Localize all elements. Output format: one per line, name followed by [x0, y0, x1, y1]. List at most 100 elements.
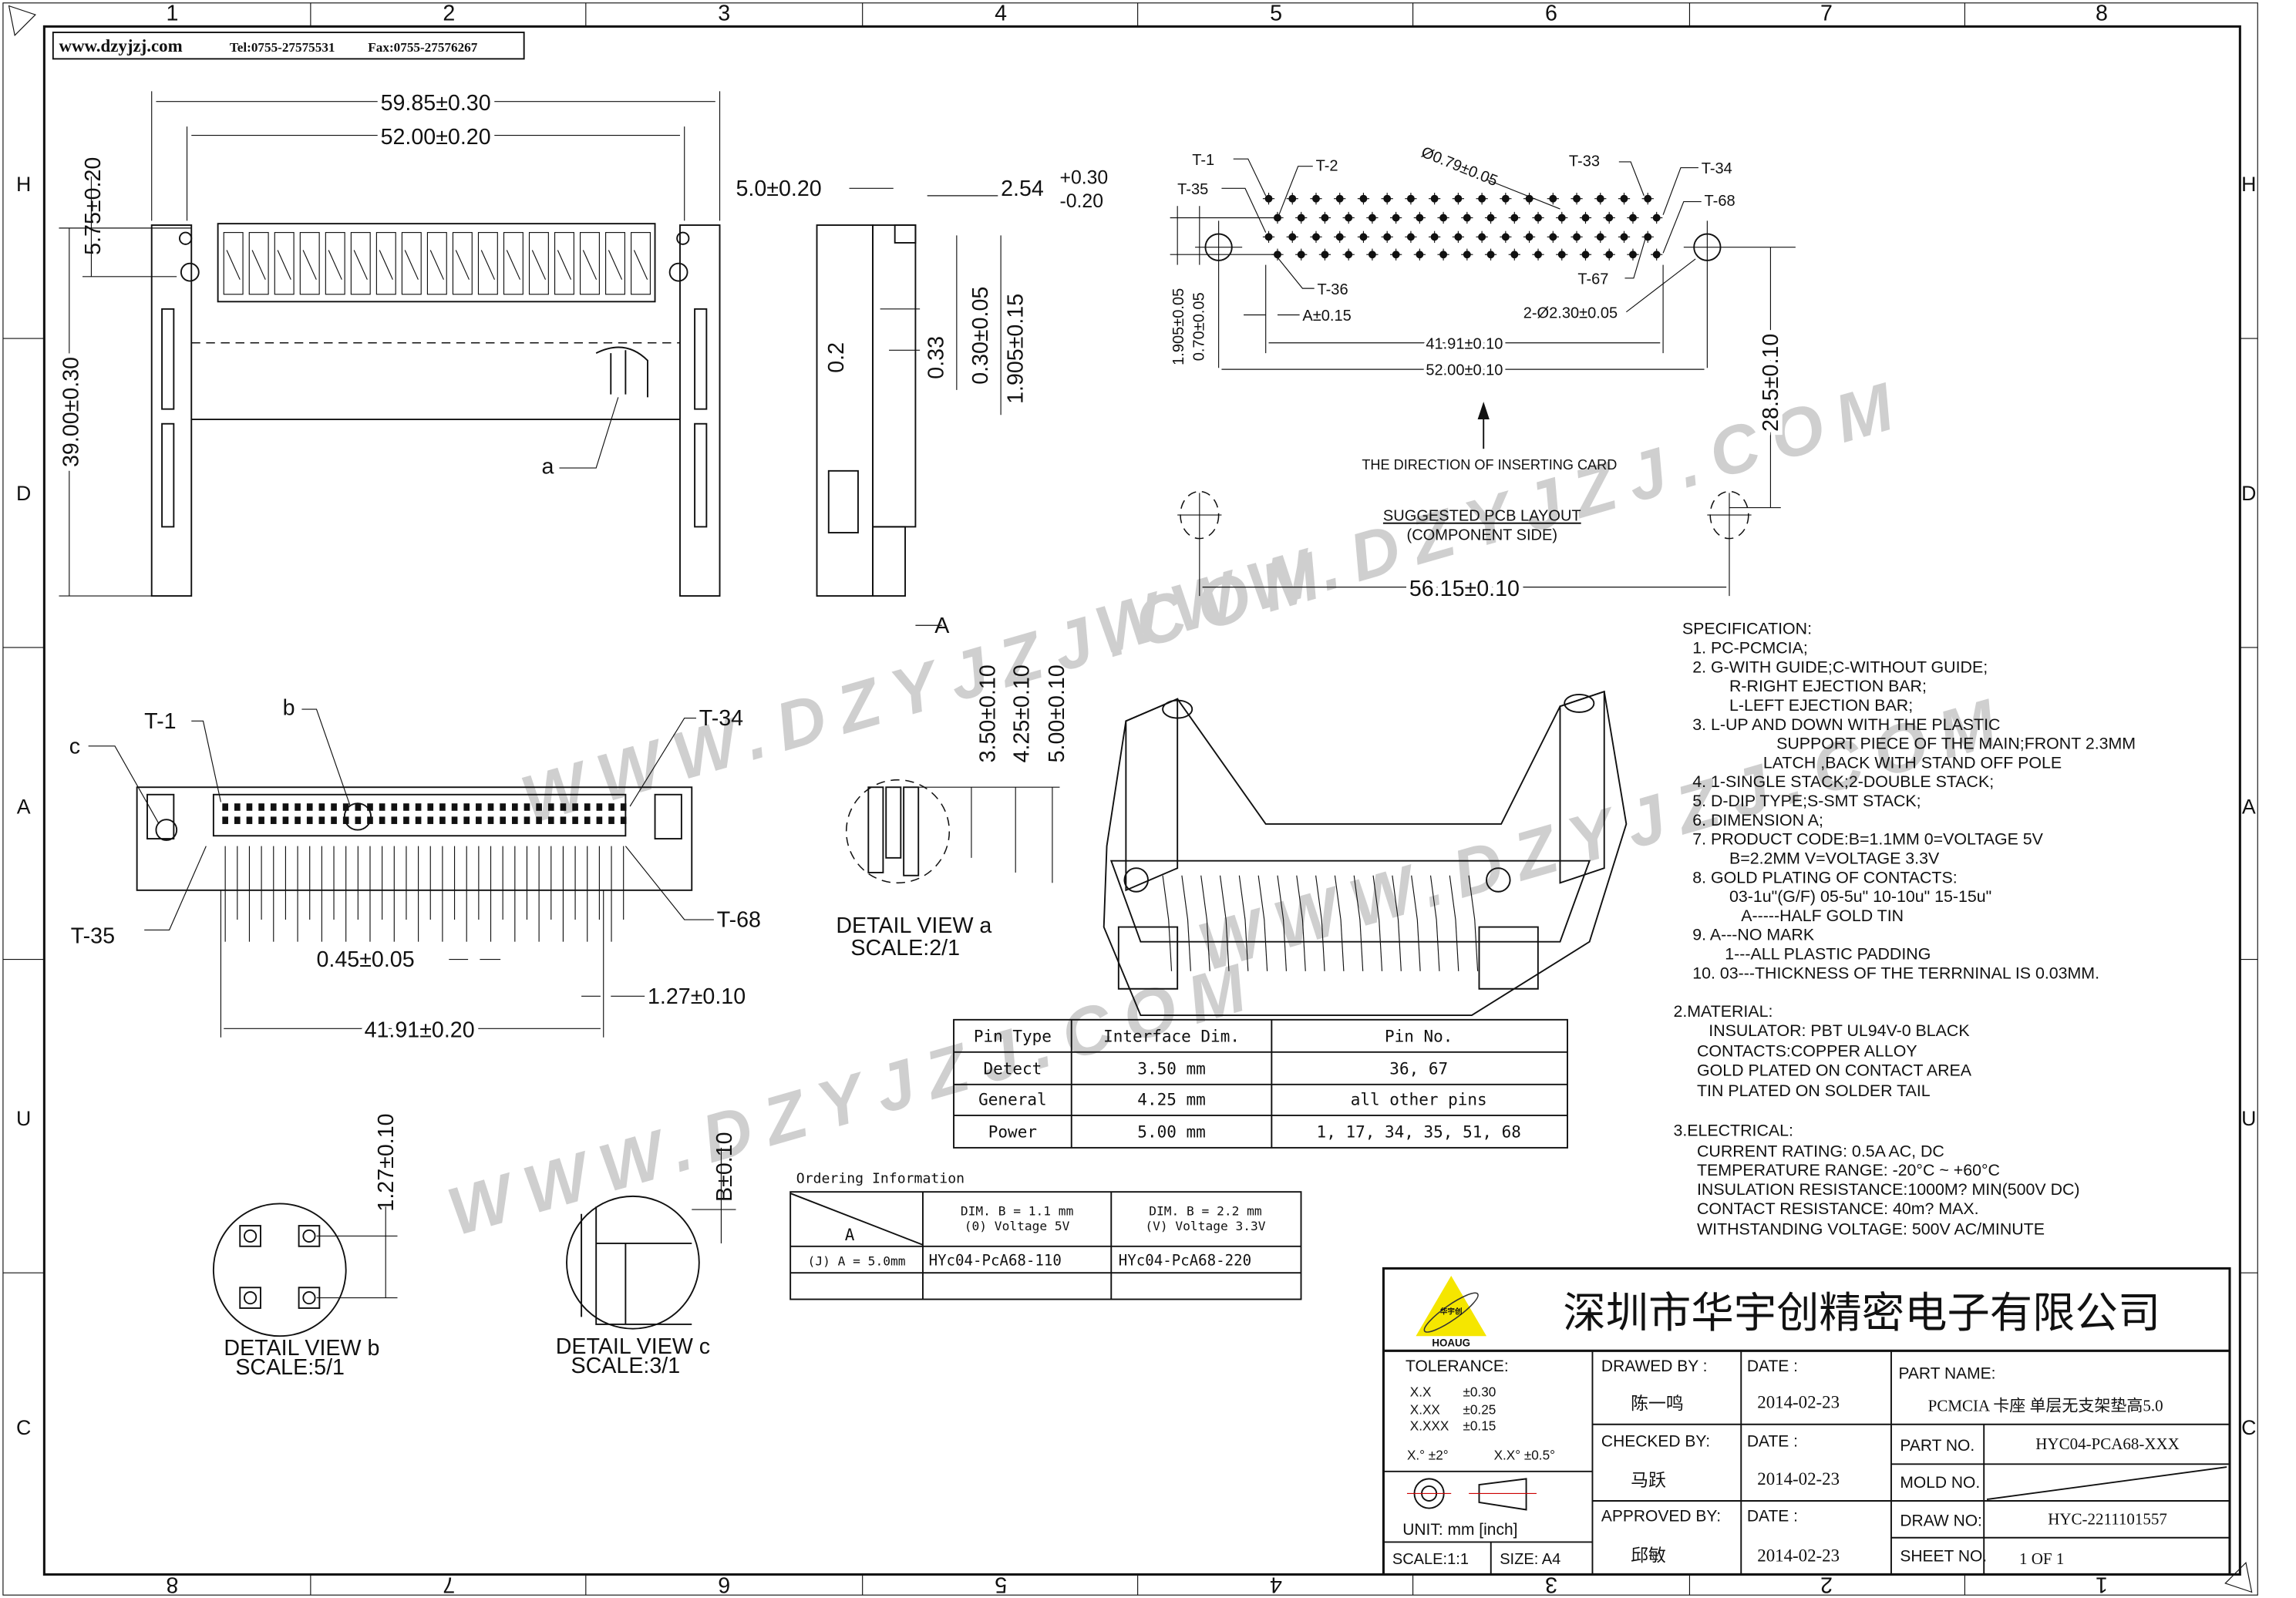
front-view: 41.91±0.20 0.45±0.05 1.27±0.10 T-1 b T-3…: [69, 696, 761, 1048]
grid-column-label: 3: [1545, 1572, 1557, 1596]
contact-upper: [415, 803, 422, 811]
contact-lower: [391, 816, 398, 824]
label-front-t35: T-35: [71, 924, 115, 949]
contact-lower: [331, 816, 337, 824]
contact-lower: [487, 816, 494, 824]
iso-pin: [1257, 875, 1265, 920]
connector-slot-detail: [353, 250, 368, 280]
dim-front-pitch: 1.27±0.10: [648, 984, 746, 1009]
pin-table-cell: Detect: [983, 1059, 1042, 1078]
part-name: PCMCIA 卡座 单层无支架垫高5.0: [1928, 1397, 2163, 1415]
pcb-layout-subtitle: (COMPONENT SIDE): [1407, 527, 1558, 544]
dim-side-0-33: 0.33: [924, 336, 949, 379]
contact-lower: [415, 816, 422, 824]
contact-upper: [222, 803, 228, 811]
label-t36: T-36: [1318, 281, 1348, 298]
contact-upper: [331, 803, 337, 811]
contact-lower: [367, 816, 373, 824]
detail-view-a: 3.50±0.10 4.25±0.10 5.00±0.10 DETAIL VIE…: [836, 664, 1069, 960]
dim-pin-span: 41.91±0.10: [1426, 335, 1503, 352]
connector-slot: [477, 232, 498, 295]
pcb-layout: 1.905±0.05 0.70±0.05 T-1 T-35 T-2 Ø0.79±…: [1170, 144, 1796, 606]
company-logo: 华宇创 HOAUG: [1416, 1275, 1487, 1349]
iso-pin: [1321, 919, 1325, 971]
grid-row-label: A: [17, 796, 31, 819]
grid-column-label: 4: [995, 2, 1007, 26]
unit-text: UNIT: mm [inch]: [1402, 1521, 1517, 1539]
spec-line: 7. PRODUCT CODE:B=1.1MM 0=VOLTAGE 5V: [1692, 830, 2043, 849]
pin-table-cell: Power: [988, 1123, 1037, 1142]
contact-upper: [379, 803, 385, 811]
connector-slot: [579, 232, 600, 295]
grid-column-label: 2: [443, 2, 455, 26]
contact-lower: [234, 816, 241, 824]
iso-pin: [1200, 875, 1207, 920]
angle-tolerance: X.X° ±0.5°: [1494, 1448, 1555, 1463]
contact-lower: [282, 816, 289, 824]
contact-lower: [222, 816, 228, 824]
grid-row-label: C: [2241, 1416, 2256, 1439]
spec-line: 5. D-DIP TYPE;S-SMT STACK;: [1692, 792, 1921, 810]
iso-pin: [1206, 919, 1210, 971]
iso-pin: [1296, 875, 1303, 920]
pin-table-header: Interface Dim.: [1103, 1027, 1240, 1045]
spec-line: SUPPORT PIECE OF THE MAIN;FRONT 2.3MM: [1776, 735, 2136, 753]
iso-pin: [1411, 875, 1418, 920]
tolerance-value: ±0.30: [1463, 1384, 1496, 1399]
angle-tolerance: X.° ±2°: [1407, 1448, 1449, 1463]
pin-table-cell: 5.00 mm: [1137, 1123, 1205, 1142]
iso-pin: [1277, 875, 1284, 920]
contact-upper: [536, 803, 542, 811]
label-a: a: [542, 455, 554, 479]
iso-pin: [1449, 875, 1456, 920]
detail-b-title: DETAIL VIEW b: [224, 1336, 379, 1361]
electrical-line: INSULATION RESISTANCE:1000M? MIN(500V DC…: [1697, 1180, 2080, 1199]
dim-detail-c: B±0.10: [712, 1132, 737, 1202]
contact-lower: [584, 816, 591, 824]
connector-slot-detail: [404, 250, 419, 280]
contact-upper: [524, 803, 530, 811]
grid-row-label: C: [16, 1416, 31, 1439]
connector-slot: [350, 232, 371, 295]
grid-row-label: H: [16, 173, 31, 196]
spec-title: SPECIFICATION:: [1682, 620, 1812, 638]
iso-pin: [1340, 919, 1345, 971]
connector-slot: [325, 232, 345, 295]
electrical-line: WITHSTANDING VOLTAGE: 500V AC/MINUTE: [1697, 1220, 2045, 1239]
grid-row-label: H: [2241, 173, 2256, 196]
contact-upper: [427, 803, 434, 811]
spec-line: 1. PC-PCMCIA;: [1692, 639, 1808, 658]
connector-slot-detail: [480, 250, 495, 280]
checked-by-label: CHECKED BY:: [1601, 1432, 1710, 1450]
dim-pin-width: 0.45±0.05: [317, 947, 415, 972]
grid-row-label: A: [2242, 796, 2256, 819]
connector-slot-detail: [608, 250, 623, 280]
insert-direction-note: THE DIRECTION OF INSERTING CARD: [1362, 457, 1617, 473]
contact-upper: [403, 803, 409, 811]
material-line: INSULATOR: PBT UL94V-0 BLACK: [1709, 1021, 1969, 1040]
dim-row-pitch: 1.905±0.05: [1170, 288, 1187, 365]
part-name-label: PART NAME:: [1899, 1365, 1996, 1383]
connector-slot-detail: [277, 250, 291, 280]
detail-view-c: B±0.10 DETAIL VIEW c SCALE:3/1: [556, 1132, 737, 1378]
contact-upper: [258, 803, 264, 811]
dim-width-outer: 59.85±0.30: [381, 91, 491, 116]
scale-text: SCALE:1:1: [1392, 1551, 1469, 1568]
iso-pin: [1219, 875, 1227, 920]
iso-pin: [1392, 875, 1399, 920]
ordering-title: Ordering Information: [796, 1171, 965, 1187]
date-label: DATE :: [1747, 1508, 1798, 1526]
dim-pitch-tol-plus: +0.30: [1059, 168, 1108, 189]
contact-upper: [439, 803, 446, 811]
spec-line: 1---ALL PLASTIC PADDING: [1725, 945, 1931, 964]
contact-upper: [584, 803, 591, 811]
grid-row-label: U: [2241, 1107, 2256, 1130]
contact-upper: [355, 803, 362, 811]
iso-pin: [1474, 919, 1479, 971]
detail-c-scale: SCALE:3/1: [571, 1354, 681, 1378]
grid-column-label: 7: [1820, 2, 1833, 26]
label-hole-dia: Ø0.79±0.05: [1419, 144, 1500, 190]
dim-width-inner: 52.00±0.20: [381, 125, 491, 150]
iso-pin: [1244, 919, 1249, 971]
grid-column-label: 2: [1820, 1572, 1833, 1596]
